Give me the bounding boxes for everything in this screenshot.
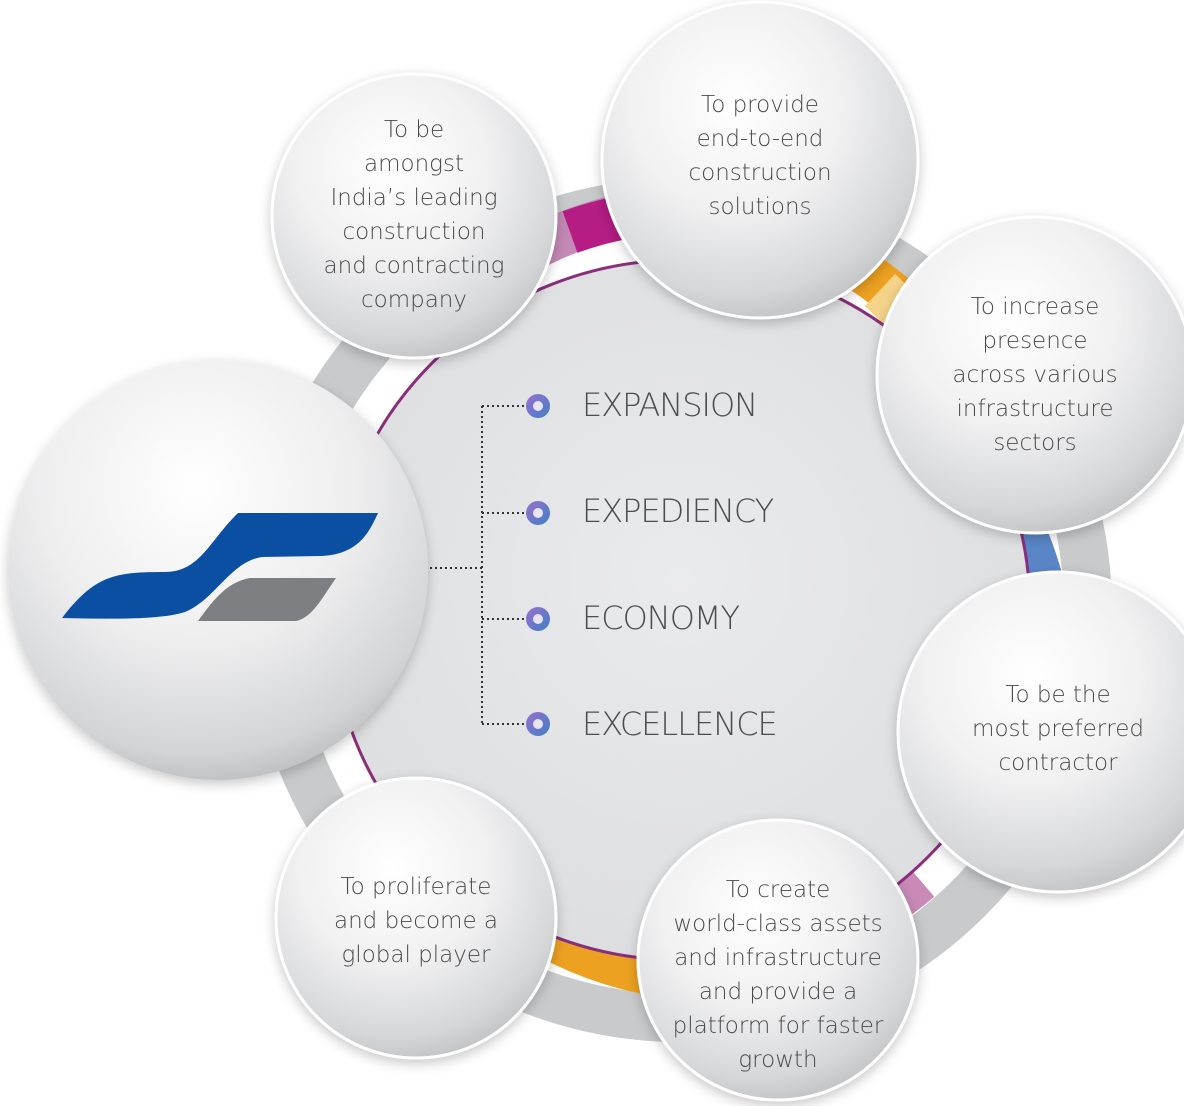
pillar-bullet-icon xyxy=(526,501,550,525)
pillar-label-expediency: EXPEDIENCY xyxy=(582,492,774,530)
pillar-bullets xyxy=(526,394,550,736)
pillar-label-economy: ECONOMY xyxy=(582,599,740,637)
logo-gray-stroke xyxy=(198,578,336,621)
goal-text-5: To create world-class assets and infrast… xyxy=(672,877,884,1073)
pillar-bullet-icon xyxy=(526,394,550,418)
goal-text-2: To provide end-to-end construction solut… xyxy=(688,92,832,220)
pillar-bullet-icon xyxy=(526,712,550,736)
goal-sphere-5 xyxy=(636,818,920,1102)
pillar-label-expansion: EXPANSION xyxy=(582,386,758,424)
goal-sphere-3 xyxy=(875,215,1184,535)
goal-text-3: To increase presence across various infr… xyxy=(952,294,1118,456)
goal-spheres xyxy=(270,0,1184,1102)
pillar-bullet-icon xyxy=(526,607,550,631)
pillar-connectors xyxy=(430,405,528,725)
goal-text-1: To be amongst India’s leading constructi… xyxy=(323,117,505,313)
goal-sphere-1 xyxy=(270,72,558,360)
logo-blue-stroke xyxy=(62,513,378,619)
company-logo xyxy=(62,513,378,621)
goal-sphere-6 xyxy=(274,776,558,1060)
goal-text-4: To be the most preferred contractor xyxy=(972,682,1144,776)
goal-sphere-2 xyxy=(600,0,920,320)
pillar-label-excellence: EXCELLENCE xyxy=(582,705,778,743)
goal-text-6: To proliferate and become a global playe… xyxy=(333,874,498,968)
goal-sphere-4 xyxy=(896,570,1184,894)
